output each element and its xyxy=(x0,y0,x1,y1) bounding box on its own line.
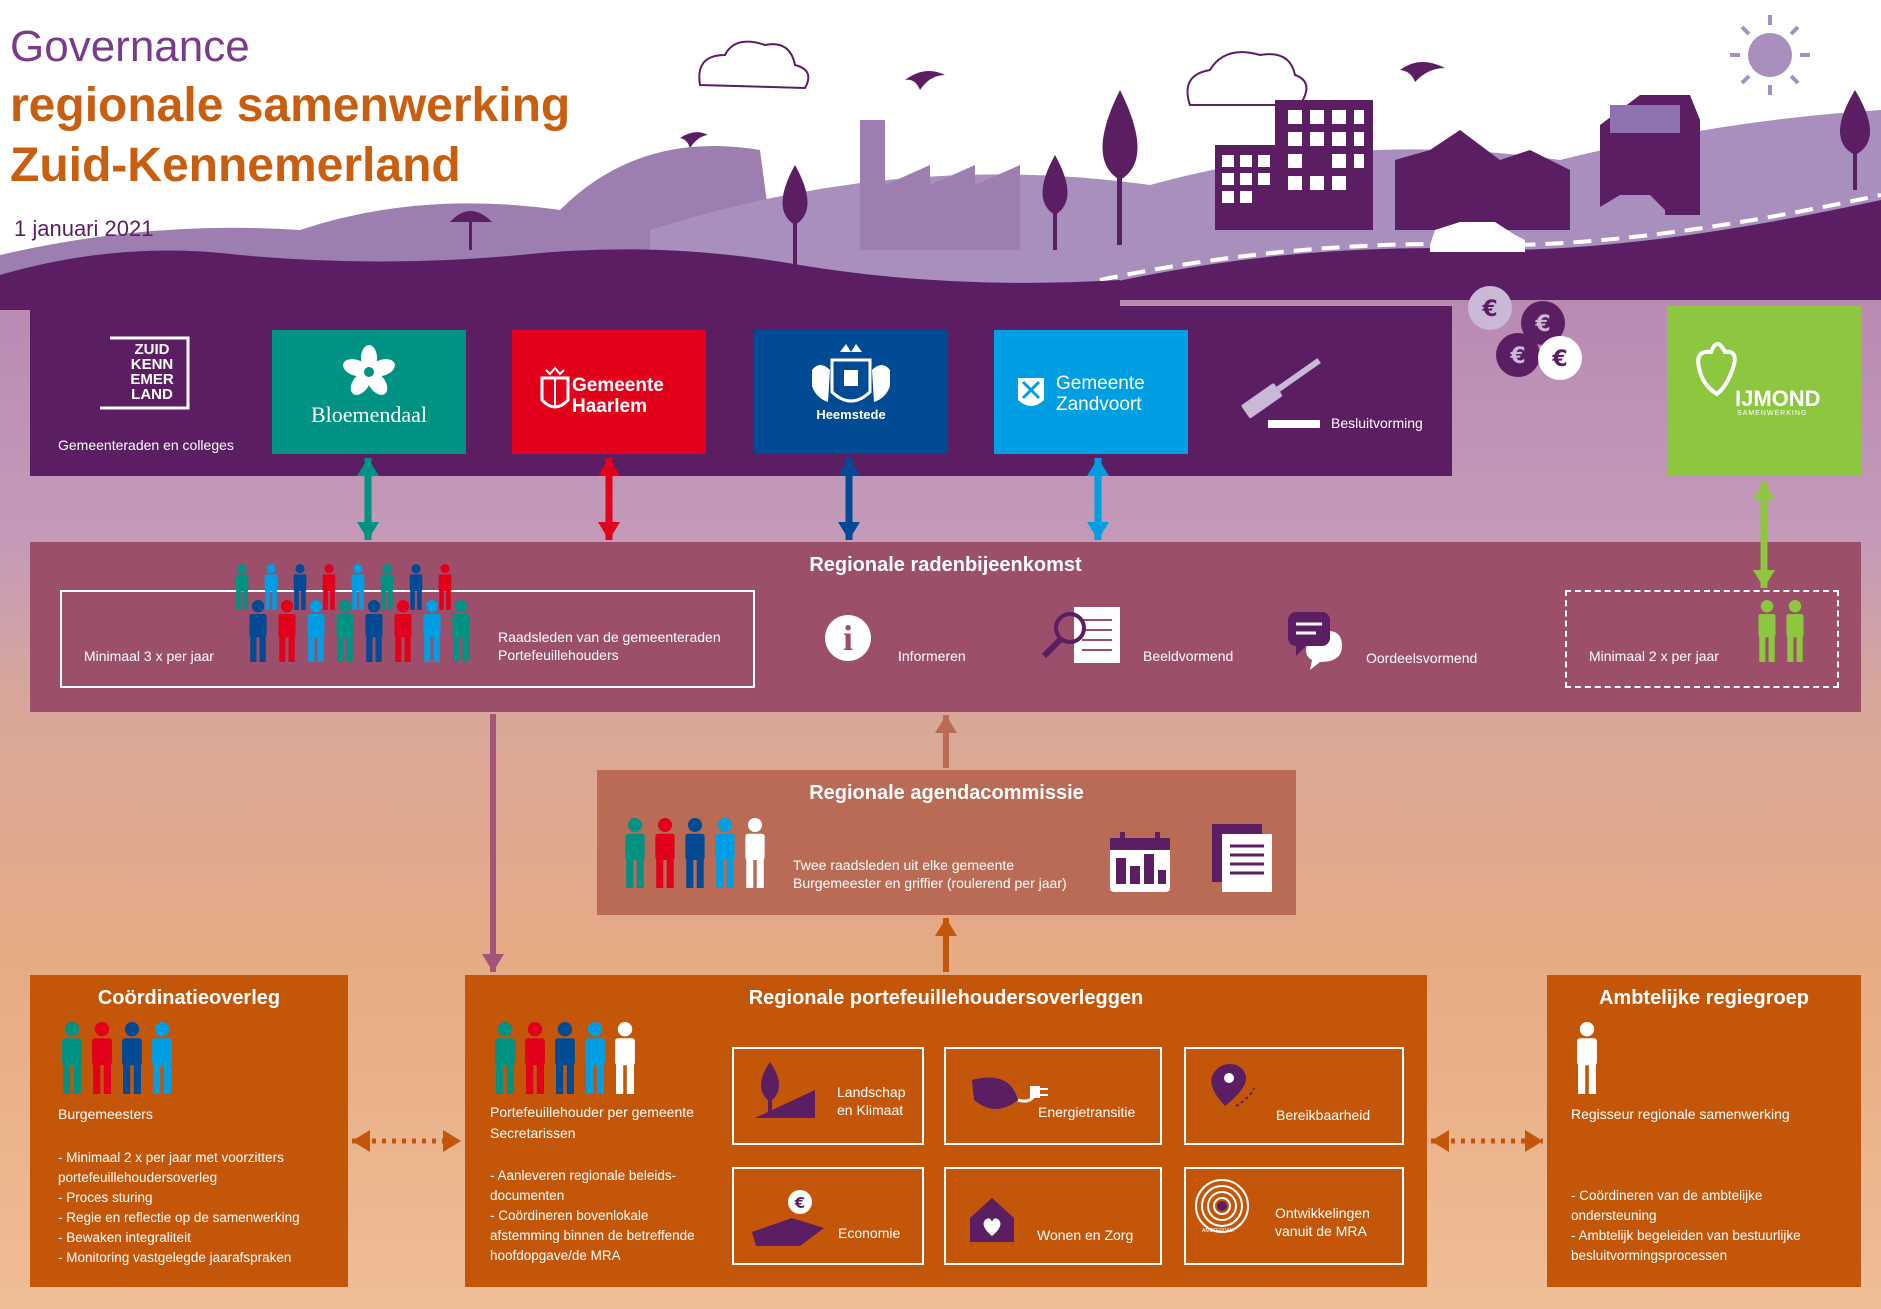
ijmond-logo-icon xyxy=(1696,342,1737,397)
agenda-title: Regionale agendacommissie xyxy=(809,782,1084,804)
zandvoort-name: Gemeente Zandvoort xyxy=(1056,373,1145,415)
mra-small-label: AMSTERDAM xyxy=(1202,1228,1234,1234)
bloemendaal-name: Bloemendaal xyxy=(310,402,428,427)
title-main-line2: Zuid-Kennemerland xyxy=(10,139,461,192)
haarlem-crest-icon xyxy=(540,366,570,409)
portefeuille-title: Regionale portefeuillehoudersoverleggen xyxy=(748,987,1144,1009)
zk-logo-line: KENN xyxy=(130,356,174,373)
ijmond-subtitle: SAMENWERKING xyxy=(1737,410,1808,417)
ijmond-participants-box xyxy=(1565,590,1839,688)
raden-title: Regionale radenbijeenkomst xyxy=(809,554,1082,576)
title-governance: Governance xyxy=(10,22,250,71)
zk-logo-line: ZUID xyxy=(134,341,170,358)
haarlem-name: Gemeente Haarlem xyxy=(572,375,664,417)
section-raden: Regionale radenbijeenkomst xyxy=(30,542,1861,712)
zk-logo-icon: ZUID KENN EMER LAND xyxy=(96,334,190,412)
ijmond-frequency: Minimaal 2 x per jaar xyxy=(1589,648,1719,664)
decision-label: Besluitvorming xyxy=(1331,415,1423,431)
tile-haarlem: Gemeente Haarlem xyxy=(512,330,706,454)
zk-logo-line: LAND xyxy=(131,386,173,403)
heemstede-crest-icon xyxy=(812,344,890,403)
mode-oordeelsvormend: Oordeelsvormend xyxy=(1366,650,1478,666)
portefeuille-members: Portefeuillehouder per gemeente Secretar… xyxy=(490,1104,694,1141)
title-date: 1 januari 2021 xyxy=(14,216,154,241)
tile-ijmond: IJMOND SAMENWERKING xyxy=(1667,306,1861,476)
ijmond-wordmark: IJMOND xyxy=(1735,386,1821,411)
svg-text:€: € xyxy=(1509,344,1525,369)
theme-energie-label: Energietransitie xyxy=(1038,1104,1136,1120)
svg-text:€: € xyxy=(1481,297,1497,322)
mode-beeldvormend: Beeldvormend xyxy=(1143,648,1234,664)
coordinatie-bullets: - Minimaal 2 x per jaar met voorzitters … xyxy=(58,1150,300,1265)
info-icon: i xyxy=(825,615,871,661)
mode-informeren: Informeren xyxy=(898,648,966,664)
svg-text:€: € xyxy=(1534,312,1550,337)
theme-wonen xyxy=(944,1167,1162,1265)
theme-energie xyxy=(944,1047,1162,1145)
theme-mra-label: Ontwikkelingen vanuit de MRA xyxy=(1275,1205,1370,1239)
section-agenda: Regionale agendacommissie xyxy=(597,770,1296,915)
agenda-text: Twee raadsleden uit elke gemeente Burgem… xyxy=(793,857,1067,891)
section-ambtelijk: Ambtelijke regiegroep xyxy=(1547,975,1861,1287)
portefeuille-bullets: - Aanleveren regionale beleids- document… xyxy=(490,1168,695,1263)
ambtelijk-members: Regisseur regionale samenwerking xyxy=(1571,1106,1790,1122)
section-coordinatie: Coördinatieoverleg xyxy=(30,975,348,1287)
raden-frequency: Minimaal 3 x per jaar xyxy=(84,648,214,664)
tile-zandvoort: Gemeente Zandvoort xyxy=(994,330,1188,454)
theme-bereikbaarheid-label: Bereikbaarheid xyxy=(1276,1107,1371,1123)
ambtelijk-title: Ambtelijke regiegroep xyxy=(1598,987,1810,1009)
theme-bereikbaarheid xyxy=(1184,1047,1404,1145)
councils-caption: Gemeenteraden en colleges xyxy=(58,437,234,453)
theme-economie xyxy=(732,1167,924,1265)
raden-participants-box xyxy=(60,590,755,688)
flower-icon xyxy=(343,345,395,395)
top-bar-councils xyxy=(30,306,1452,476)
tile-heemstede: Heemstede xyxy=(754,330,948,454)
ambtelijk-bullets: - Coördineren van de ambtelijke onderste… xyxy=(1571,1188,1801,1263)
theme-wonen-label: Wonen en Zorg xyxy=(1037,1227,1134,1243)
theme-landschap-label: Landschap en Klimaat xyxy=(837,1084,906,1118)
raden-participants: Raadsleden van de gemeenteraden Portefeu… xyxy=(498,629,721,663)
heemstede-name: Heemstede xyxy=(816,407,886,422)
title-main-line1: regionale samenwerking xyxy=(10,79,571,132)
theme-mra xyxy=(1184,1167,1404,1265)
coordinatie-title: Coördinatieoverleg xyxy=(97,987,281,1009)
theme-economie-label: Economie xyxy=(838,1225,901,1241)
tile-bloemendaal: Bloemendaal xyxy=(272,330,466,454)
zk-logo-line: EMER xyxy=(130,371,174,388)
coordinatie-members: Burgemeesters xyxy=(58,1106,153,1122)
svg-text:€: € xyxy=(1551,347,1567,372)
theme-landschap xyxy=(732,1047,924,1145)
zandvoort-crest-icon xyxy=(1018,378,1044,406)
